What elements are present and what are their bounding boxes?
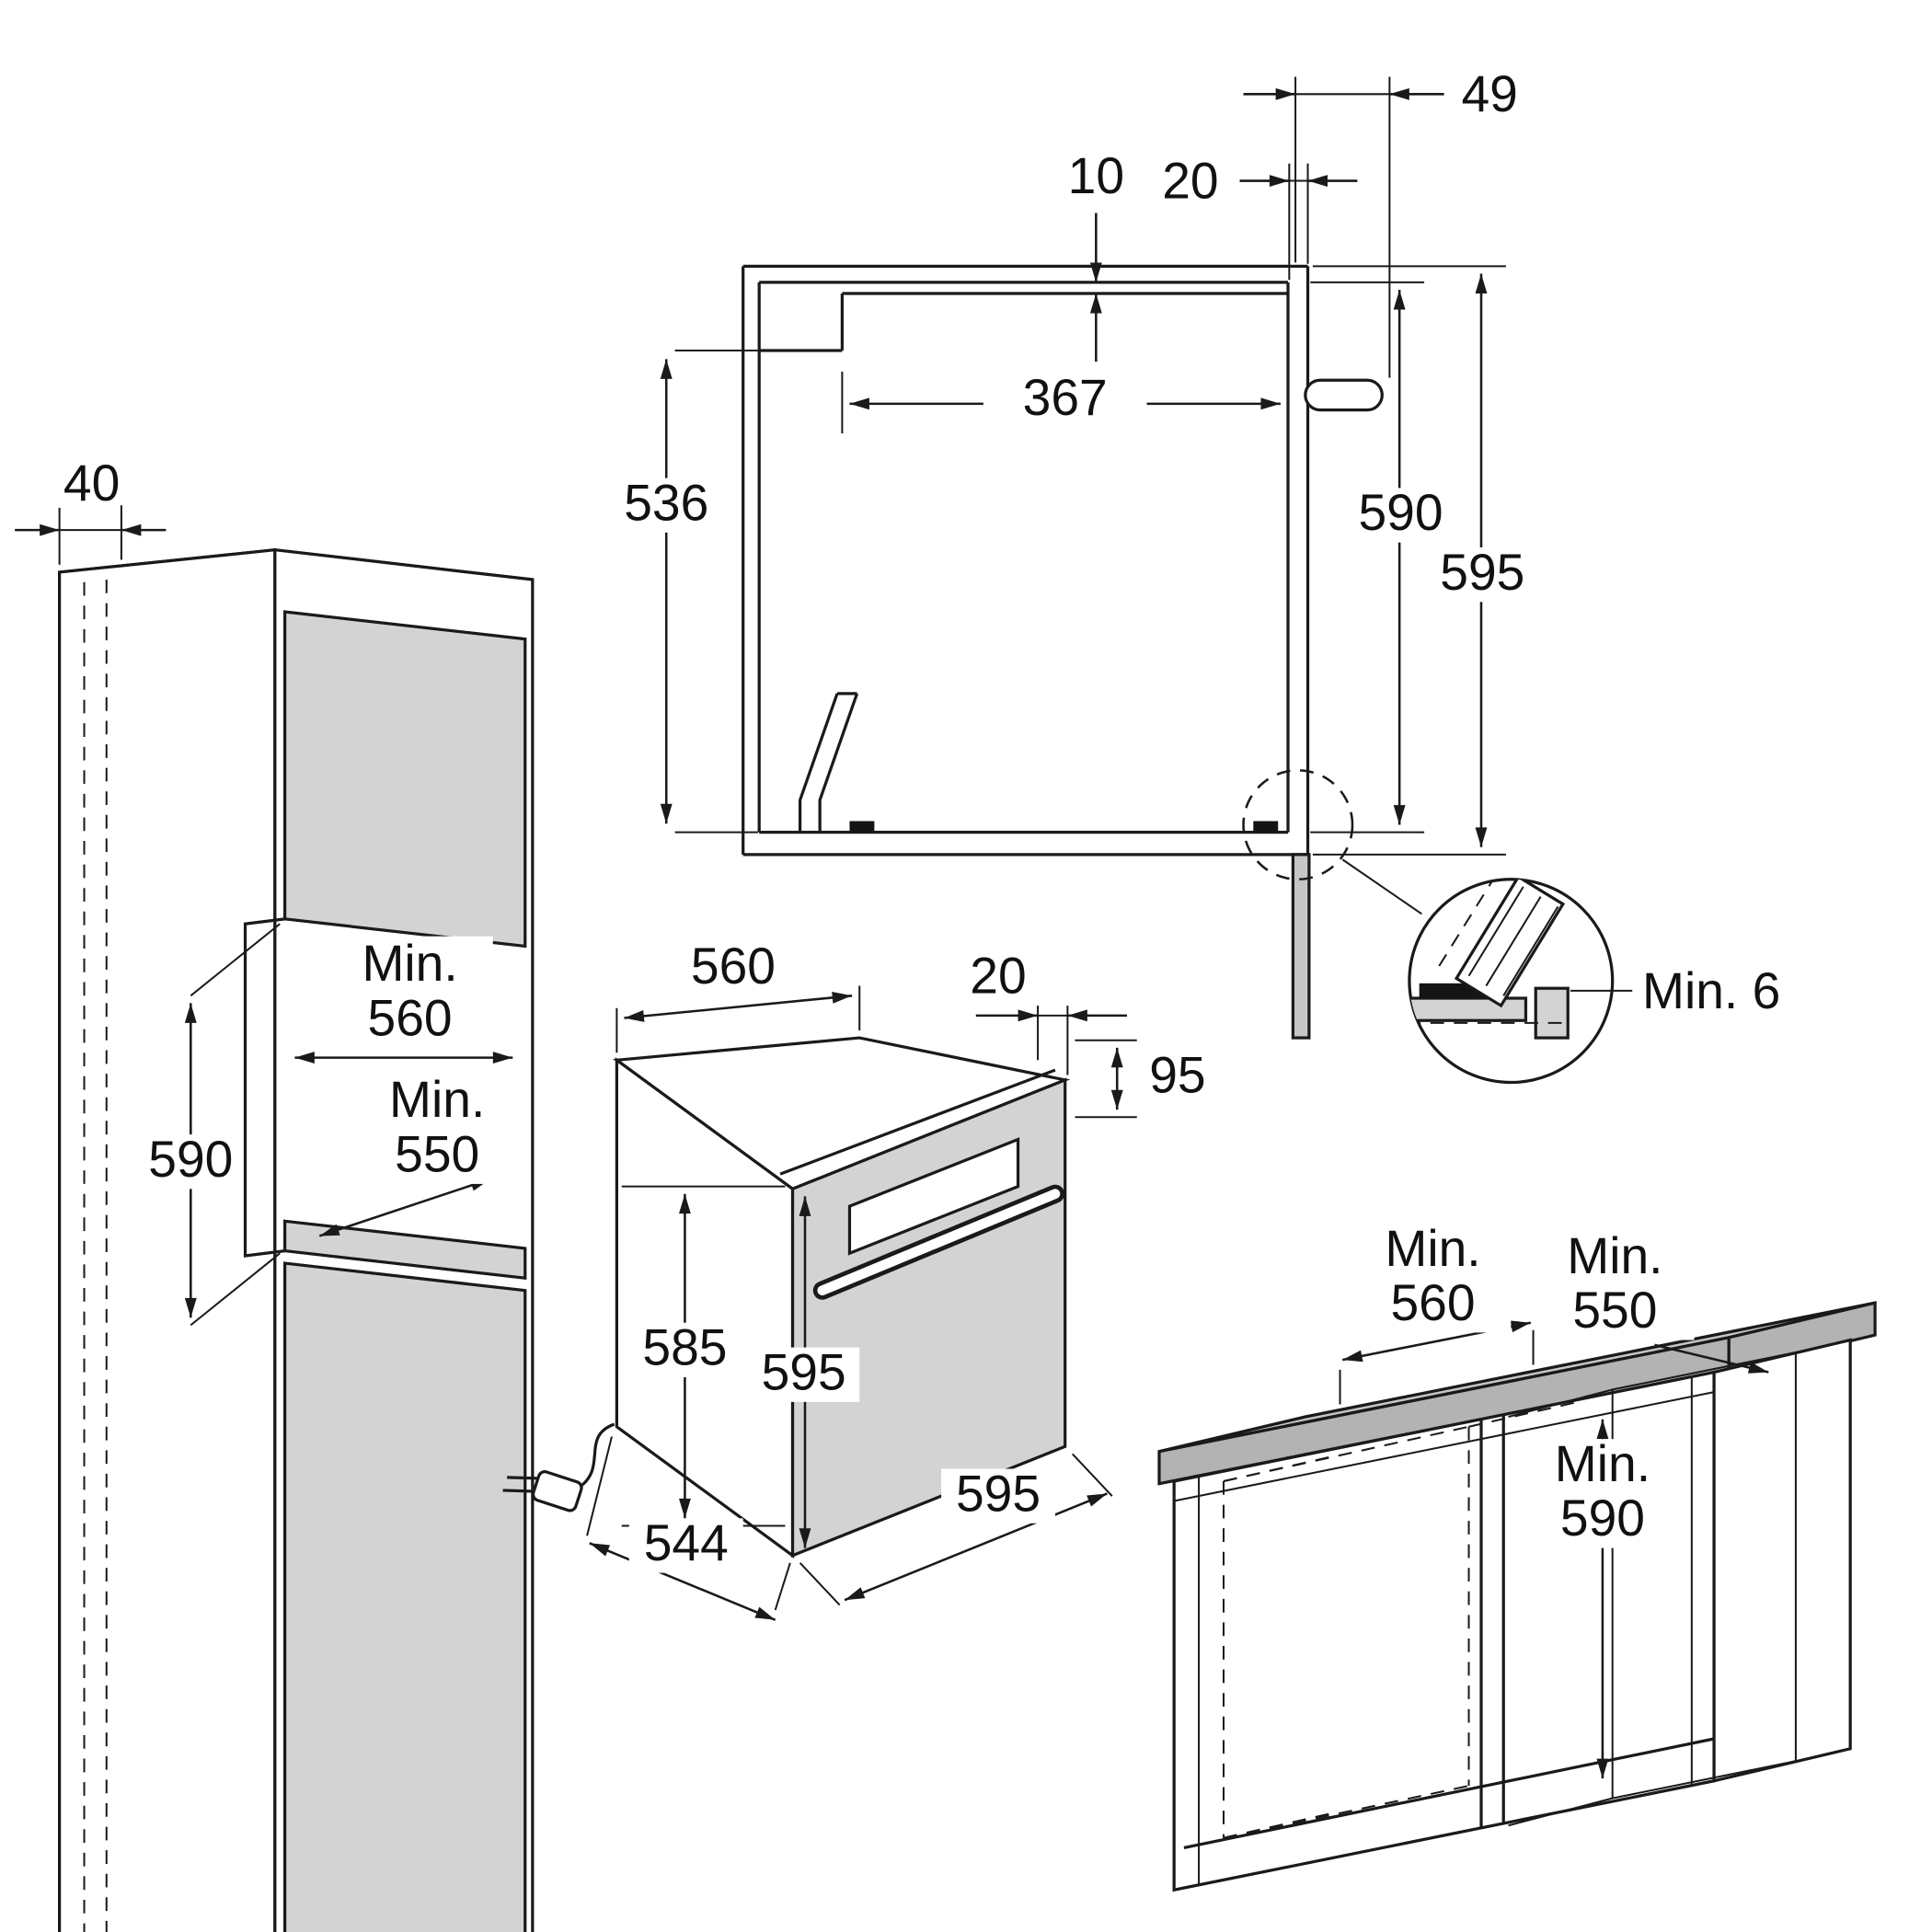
seal-right xyxy=(1253,821,1279,833)
dim-20-oven: 20 xyxy=(970,948,1127,1075)
base-cabinet-side xyxy=(1712,1338,1852,1783)
dim-label-min1-base: Min. xyxy=(1385,1220,1480,1277)
dim-label-595-height: 595 xyxy=(762,1343,846,1400)
base-cabinet: Min. 560 Min. 550 Min. 590 xyxy=(1157,1220,1877,1892)
dim-min-590-base: Min. 590 xyxy=(1523,1419,1683,1779)
dim-label-550-base: 550 xyxy=(1572,1282,1657,1339)
seal-detail-circle: Min. 6 xyxy=(1242,769,1780,1085)
side-panel-strip xyxy=(1291,853,1311,1040)
dim-label-min-6: Min. 6 xyxy=(1642,962,1780,1019)
dim-label-550: 550 xyxy=(395,1125,479,1182)
dim-20-top: 20 xyxy=(1162,152,1358,281)
dim-590-niche: 590 xyxy=(141,923,281,1327)
dim-label-544: 544 xyxy=(644,1514,729,1571)
niche-front-view: 49 20 10 367 536 xyxy=(614,65,1531,1040)
dim-label-min3-base: Min. xyxy=(1555,1435,1650,1492)
dim-label-40: 40 xyxy=(63,454,120,512)
dim-label-95: 95 xyxy=(1149,1046,1205,1103)
dim-label-590-base: 590 xyxy=(1560,1489,1645,1547)
dim-595-front: 595 xyxy=(1312,265,1531,856)
dim-label-49: 49 xyxy=(1461,65,1517,122)
niche-outline xyxy=(742,264,1384,1040)
dim-label-585: 585 xyxy=(642,1318,727,1375)
dim-label-20: 20 xyxy=(1162,152,1218,209)
dim-label-595-width: 595 xyxy=(956,1465,1041,1522)
dim-label-560-oven: 560 xyxy=(691,937,776,995)
dim-label-min2-base: Min. xyxy=(1567,1227,1662,1284)
dim-560-oven: 560 xyxy=(615,937,861,1053)
seal-left xyxy=(849,821,875,833)
dim-label-367: 367 xyxy=(1023,369,1108,426)
power-plug-icon xyxy=(502,1470,583,1512)
oven-control-recess xyxy=(847,1137,1020,1256)
dim-min-560: Min. 560 xyxy=(294,935,513,1064)
detail-locator-circle xyxy=(1242,769,1354,881)
upper-door xyxy=(283,610,527,949)
dim-595-height: 595 xyxy=(748,1196,860,1548)
dim-10: 10 xyxy=(1068,147,1124,362)
dim-367: 367 xyxy=(841,369,1281,434)
power-cord xyxy=(576,1422,615,1490)
dim-label-590: 590 xyxy=(1358,484,1443,541)
tall-cabinet-side-face xyxy=(58,547,277,1932)
dim-40: 40 xyxy=(15,454,167,565)
counter-right-edge xyxy=(1727,1301,1877,1372)
tall-cabinet: 40 Min. 560 Min. 550 590 xyxy=(15,454,535,1932)
dim-min-550: Min. 550 xyxy=(318,1071,521,1237)
dim-49: 49 xyxy=(1243,65,1518,378)
dim-label-20-oven: 20 xyxy=(970,948,1026,1005)
oven-phantom-outline xyxy=(1222,1400,1579,1839)
dim-label-560: 560 xyxy=(368,989,453,1046)
detail-panel-hatched xyxy=(1454,879,1566,1008)
dim-label-560-base: 560 xyxy=(1390,1274,1475,1331)
dim-label-590-niche: 590 xyxy=(148,1131,233,1188)
dim-590-front: 590 xyxy=(1310,281,1449,834)
dim-label-536: 536 xyxy=(624,474,708,531)
oven-door xyxy=(790,1077,1067,1558)
detail-counter-slab xyxy=(1409,996,1528,1022)
dim-label-min1: Min. xyxy=(362,935,457,992)
dim-95: 95 xyxy=(1075,1039,1206,1119)
dim-595-width: 595 xyxy=(799,1453,1113,1606)
dim-label-min2: Min. xyxy=(389,1071,485,1128)
middle-compartment-interior xyxy=(1508,1351,1797,1827)
dim-label-595: 595 xyxy=(1440,544,1524,601)
dim-544: 544 xyxy=(586,1436,791,1621)
door-handle-profile xyxy=(1304,378,1384,412)
dim-min-560-base: Min. 560 xyxy=(1339,1220,1535,1405)
lower-door xyxy=(283,1261,527,1932)
dim-min-550-base: Min. 550 xyxy=(1535,1227,1769,1374)
dim-label-10: 10 xyxy=(1068,147,1124,204)
oven-isometric: 560 20 95 585 595 xyxy=(502,937,1206,1621)
detail-side-block xyxy=(1534,986,1570,1040)
dim-536: 536 xyxy=(614,349,758,834)
